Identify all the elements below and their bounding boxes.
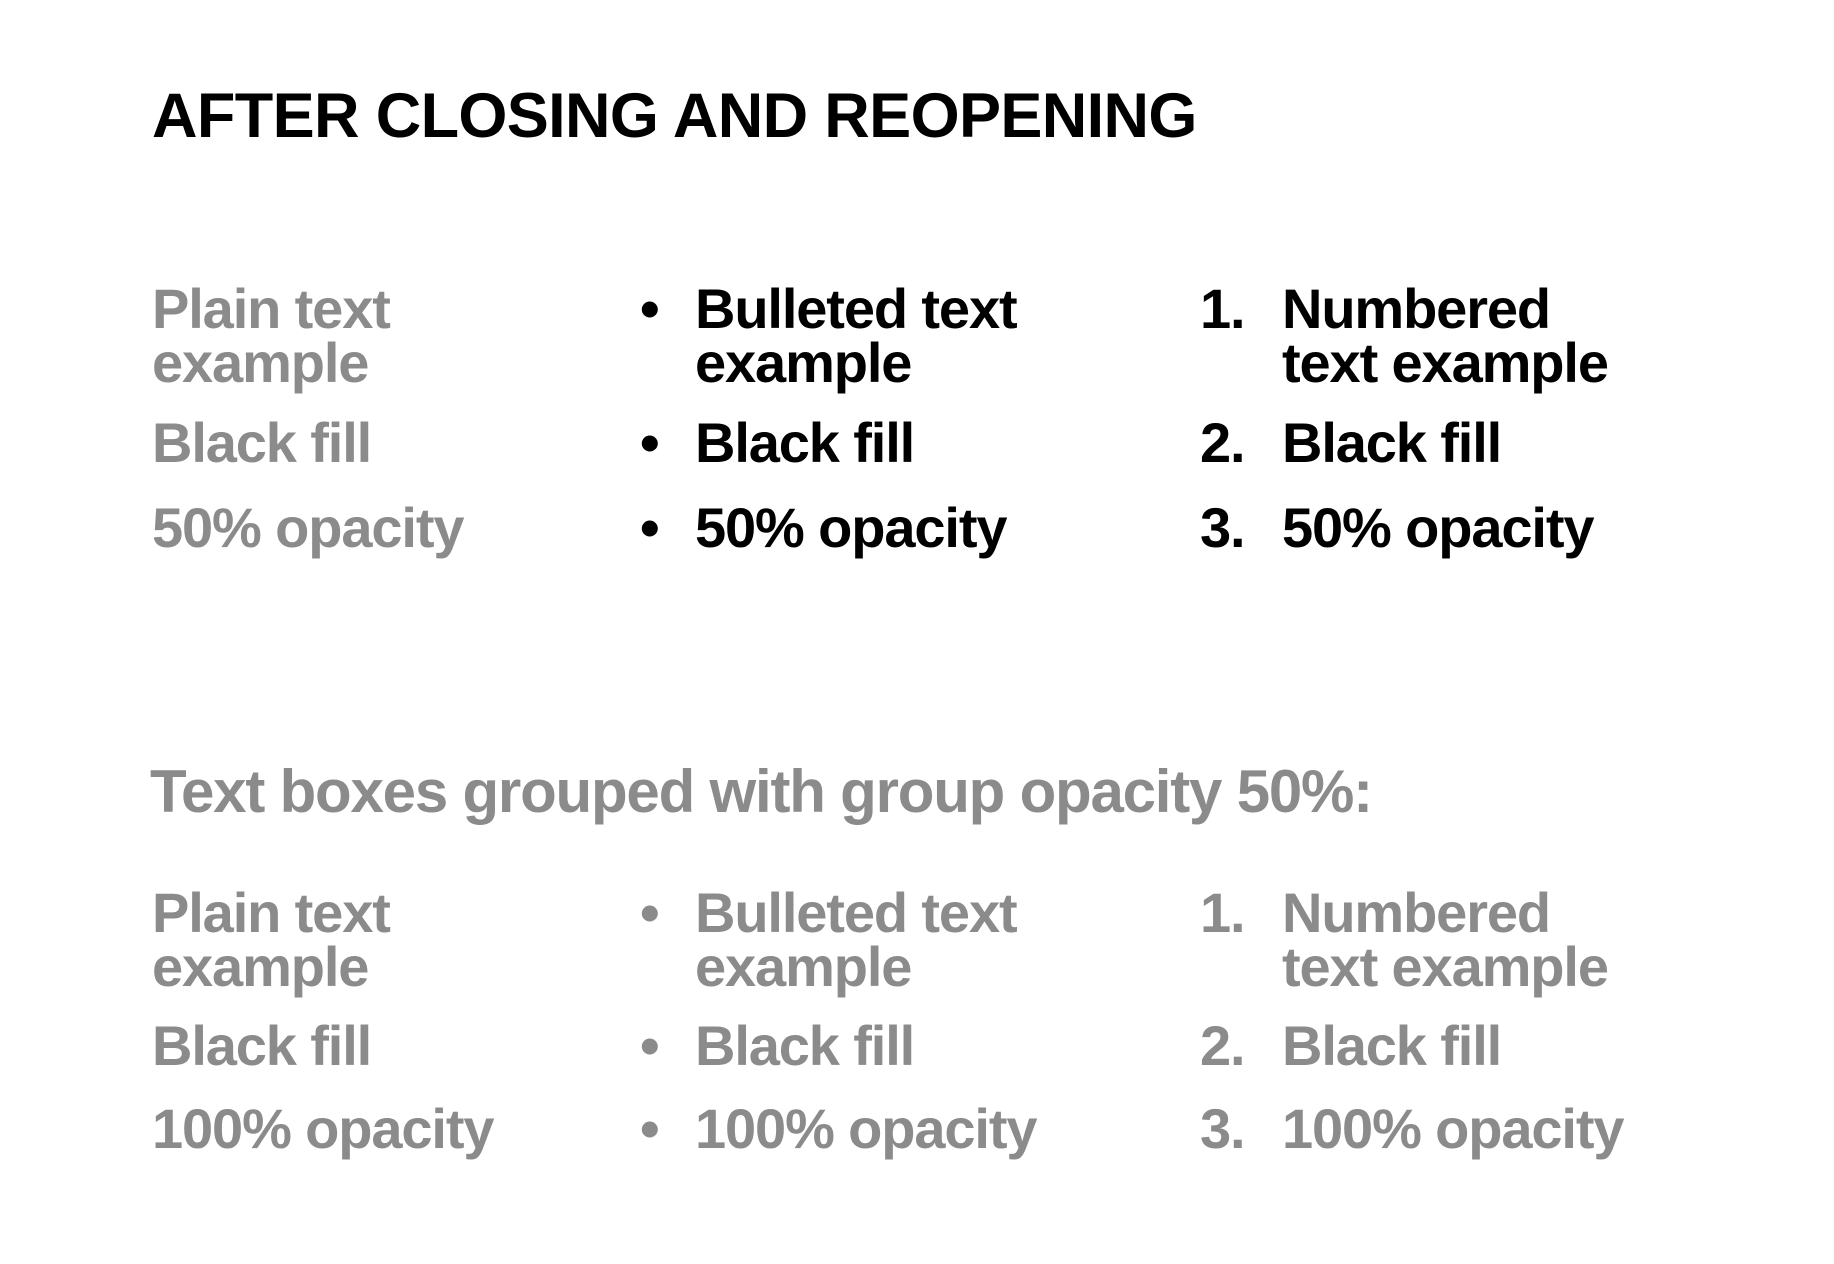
bullet-icon: • [640, 1014, 660, 1077]
numbered-list-item: 3. 100% opacity [1200, 1097, 1625, 1160]
numbered-item-text: 100% opacity [1282, 1097, 1625, 1160]
numbered-list-item: 1. Numbered text example [1200, 881, 1609, 998]
list-number: 1. [1200, 881, 1246, 944]
list-number: 3. [1200, 496, 1246, 559]
bullet-icon: • [640, 277, 660, 340]
bullet-item-text: Black fill [695, 411, 915, 474]
bullet-icon: • [640, 411, 660, 474]
bullet-item-text: 50% opacity [695, 496, 1008, 559]
plain-text-paragraph: 50% opacity [152, 496, 465, 559]
bullet-list-item: • 100% opacity [640, 1097, 1038, 1160]
numbered-list-item: 3. 50% opacity [1200, 496, 1595, 559]
numbered-item-text: 50% opacity [1282, 496, 1595, 559]
numbered-item-text: Numbered text example [1282, 277, 1609, 394]
bullet-list-item: • Bulleted text example [640, 277, 1018, 394]
plain-text-paragraph: Plain text example [152, 277, 391, 394]
numbered-list-item: 2. Black fill [1200, 411, 1502, 474]
group-opacity-heading: Text boxes grouped with group opacity 50… [150, 758, 1373, 825]
list-number: 3. [1200, 1097, 1246, 1160]
bullet-item-text: 100% opacity [695, 1097, 1038, 1160]
plain-text-paragraph: 100% opacity [152, 1097, 495, 1160]
plain-text-paragraph: Plain text example [152, 881, 391, 998]
page-title: AFTER CLOSING AND REOPENING [152, 81, 1197, 151]
bullet-list-item: • Black fill [640, 411, 915, 474]
numbered-list-item: 2. Black fill [1200, 1014, 1502, 1077]
bullet-list-item: • 50% opacity [640, 496, 1008, 559]
plain-text-paragraph: Black fill [152, 411, 372, 474]
numbered-item-text: Black fill [1282, 1014, 1502, 1077]
bullet-icon: • [640, 1097, 660, 1160]
bullet-item-text: Black fill [695, 1014, 915, 1077]
bullet-item-text: Bulleted text example [695, 277, 1018, 394]
bullet-icon: • [640, 496, 660, 559]
bullet-item-text: Bulleted text example [695, 881, 1018, 998]
bullet-icon: • [640, 881, 660, 944]
list-number: 1. [1200, 277, 1246, 340]
numbered-item-text: Numbered text example [1282, 881, 1609, 998]
numbered-item-text: Black fill [1282, 411, 1502, 474]
bullet-list-item: • Black fill [640, 1014, 915, 1077]
list-number: 2. [1200, 1014, 1246, 1077]
numbered-list-item: 1. Numbered text example [1200, 277, 1609, 394]
bullet-list-item: • Bulleted text example [640, 881, 1018, 998]
list-number: 2. [1200, 411, 1246, 474]
plain-text-paragraph: Black fill [152, 1014, 372, 1077]
